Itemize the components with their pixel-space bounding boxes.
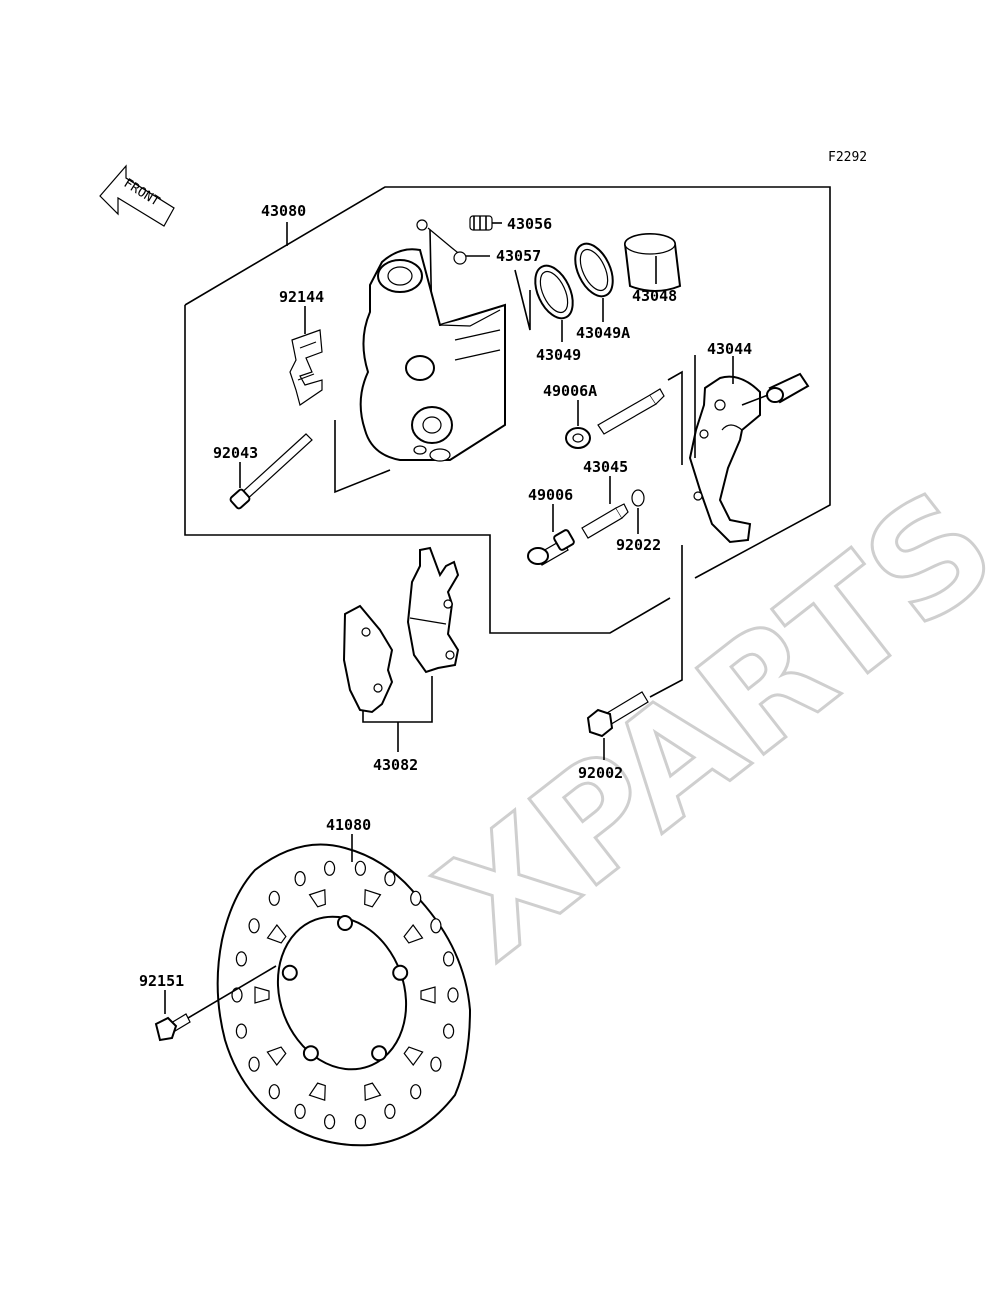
disc-hole [231, 987, 243, 1003]
label-92043: 92043 [213, 444, 258, 462]
caliper-assembly-boundary [184, 305, 671, 634]
slide-pin-lower [581, 503, 629, 539]
disc-window [364, 1082, 382, 1101]
bleeder-valve [469, 215, 502, 231]
pad-spring [289, 329, 323, 406]
leader-disc-bolt [187, 965, 277, 1019]
disc-bolt [154, 1013, 191, 1042]
disc-hole [235, 951, 247, 967]
piston-seal [534, 264, 574, 320]
disc-hole [354, 1114, 366, 1130]
disc-window [364, 888, 382, 908]
bleeder-cap [416, 219, 467, 265]
label-92002: 92002 [578, 764, 623, 782]
disc-holes [231, 860, 459, 1130]
disc-hole [294, 870, 306, 887]
label-43048: 43048 [632, 287, 677, 305]
leader-boot [741, 394, 769, 406]
disc-hole [268, 1084, 280, 1100]
disc-window [403, 1046, 424, 1066]
disc-window [403, 923, 424, 944]
disc-hole [430, 918, 442, 934]
dust-seal [574, 242, 614, 298]
label-43057: 43057 [496, 247, 541, 265]
disc-hole [447, 987, 459, 1003]
brake-disc [216, 843, 472, 1147]
disc-window [420, 986, 436, 1004]
disc-hole [384, 1103, 396, 1120]
disc-window [254, 986, 270, 1004]
front-arrow-icon: FRONT [99, 164, 175, 227]
caliper-bolt [527, 529, 575, 566]
disc-windows [254, 888, 436, 1101]
disc-mount-hole [302, 1045, 319, 1062]
bracket-boot [766, 372, 810, 404]
brake-pad-right [406, 546, 460, 674]
label-49006: 49006 [528, 486, 573, 504]
disc-hole [430, 1056, 442, 1072]
label-43056: 43056 [507, 215, 552, 233]
disc-hole [324, 860, 336, 876]
disc-hole [248, 918, 260, 934]
disc-window [266, 1046, 287, 1066]
label-43045: 43045 [583, 458, 628, 476]
disc-window [308, 888, 326, 908]
disc-hole [235, 1023, 247, 1039]
disc-hole [268, 890, 280, 906]
disc-hole [354, 860, 366, 876]
disc-hole [384, 870, 396, 887]
leader-bracket-bolt-group [649, 545, 683, 698]
leader-slide-pin-group [667, 370, 683, 465]
bracket-bolt [586, 691, 649, 738]
figure-code: F2292 [828, 150, 867, 165]
disc-hole [324, 1114, 336, 1130]
label-92144: 92144 [279, 288, 324, 306]
disc-mount-hole [337, 915, 353, 931]
disc-hole [443, 1023, 455, 1039]
piston [624, 233, 682, 292]
disc-mount-hole [392, 964, 409, 981]
caliper-body [359, 248, 506, 462]
label-43044: 43044 [707, 340, 752, 358]
disc-window [308, 1082, 326, 1101]
watermark-text: XPARTS [409, 457, 1000, 992]
label-43082: 43082 [373, 756, 418, 774]
disc-mount-hole [371, 1045, 388, 1062]
disc-mount-hole [281, 964, 298, 981]
label-41080: 41080 [326, 816, 371, 834]
slide-pin-upper [565, 388, 665, 449]
disc-hole [410, 890, 422, 906]
leader-pin-caliper [334, 420, 391, 494]
circlip [631, 489, 645, 507]
label-43049: 43049 [536, 346, 581, 364]
disc-window [266, 923, 287, 944]
caliper-bracket [688, 375, 761, 544]
disc-hole [294, 1103, 306, 1120]
label-49006A: 49006A [543, 382, 597, 400]
label-92022: 92022 [616, 536, 661, 554]
caliper-assembly-boundary-upper [184, 186, 831, 579]
leader-43082 [362, 676, 433, 752]
label-43049A: 43049A [576, 324, 630, 342]
disc-hole [248, 1056, 260, 1072]
label-92151: 92151 [139, 972, 184, 990]
disc-hole [443, 951, 455, 967]
brake-pad-left [342, 604, 394, 714]
disc-hole [410, 1084, 422, 1100]
pad-pin [229, 433, 313, 510]
label-43080: 43080 [261, 202, 306, 220]
